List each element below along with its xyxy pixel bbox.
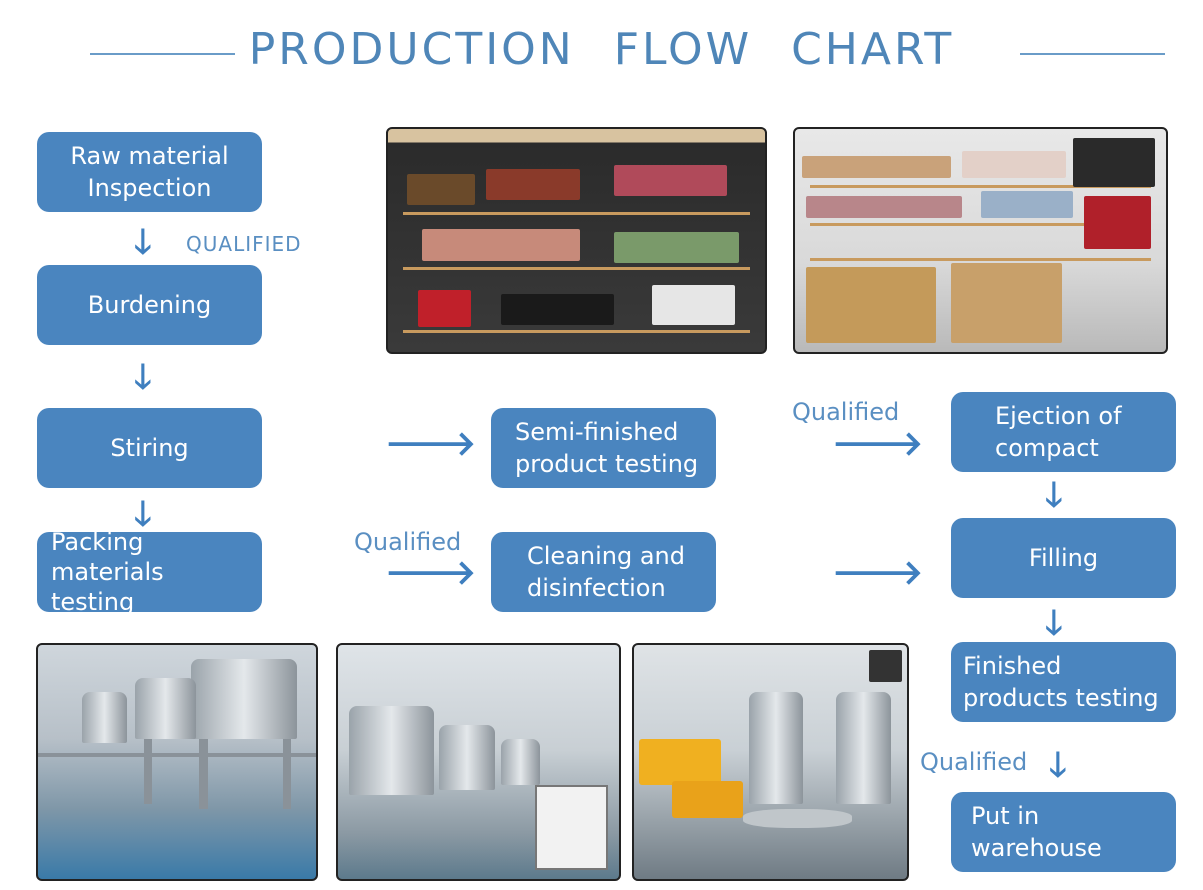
arrow-down-icon: 🡓 [1049, 745, 1067, 785]
qualified-label: Qualified [792, 398, 900, 426]
qualified-label: Qualified [920, 748, 1028, 776]
photo-mixing-tanks-1 [36, 643, 318, 881]
photo-mixing-tanks-2 [336, 643, 621, 881]
arrow-down-icon: 🡓 [134, 222, 152, 262]
step-label: Raw material Inspection [70, 142, 229, 202]
step-stiring: Stiring [37, 408, 262, 488]
step-label: Put in warehouse [971, 802, 1102, 862]
step-label: Filling [1028, 544, 1099, 572]
title-rule-right [1020, 53, 1165, 55]
arrow-right-icon: 🡒 [832, 553, 924, 593]
step-label: Burdening [87, 291, 212, 319]
photo-filling-line [632, 643, 909, 881]
qualified-label: QUALIFIED [186, 232, 302, 256]
step-burdening: Burdening [37, 265, 262, 345]
step-label: Ejection of compact [995, 402, 1122, 462]
step-cleaning-and-disinfection: Cleaning and disinfection [491, 532, 716, 612]
step-label: Cleaning and disinfection [527, 542, 686, 602]
step-semi-finished-product-testing: Semi-finished product testing [491, 408, 716, 488]
step-label: Finished products testing [963, 652, 1159, 712]
arrow-down-icon: 🡓 [1045, 475, 1063, 515]
step-ejection-of-compact: Ejection of compact [951, 392, 1176, 472]
step-filling: Filling [951, 518, 1176, 598]
step-put-in-warehouse: Put in warehouse [951, 792, 1176, 872]
photo-product-shelves-1 [386, 127, 767, 354]
arrow-right-icon: 🡒 [832, 424, 924, 464]
arrow-down-icon: 🡓 [1045, 603, 1063, 643]
step-finished-products-testing: Finished products testing [951, 642, 1176, 722]
arrow-right-icon: 🡒 [385, 424, 477, 464]
step-raw-material-inspection: Raw material Inspection [37, 132, 262, 212]
step-label: Stiring [110, 434, 189, 462]
chart-title: PRODUCTION FLOW CHART [248, 24, 955, 75]
photo-product-shelves-2 [793, 127, 1168, 354]
arrow-down-icon: 🡓 [134, 494, 152, 534]
qualified-label: Qualified [354, 528, 462, 556]
step-label: Semi-finished product testing [515, 418, 699, 478]
arrow-right-icon: 🡒 [385, 553, 477, 593]
title-rule-left [90, 53, 235, 55]
step-packing-materials-testing: Packing materials testing [37, 528, 262, 616]
arrow-down-icon: 🡓 [134, 357, 152, 397]
step-label: Packing materials testing [51, 528, 164, 616]
